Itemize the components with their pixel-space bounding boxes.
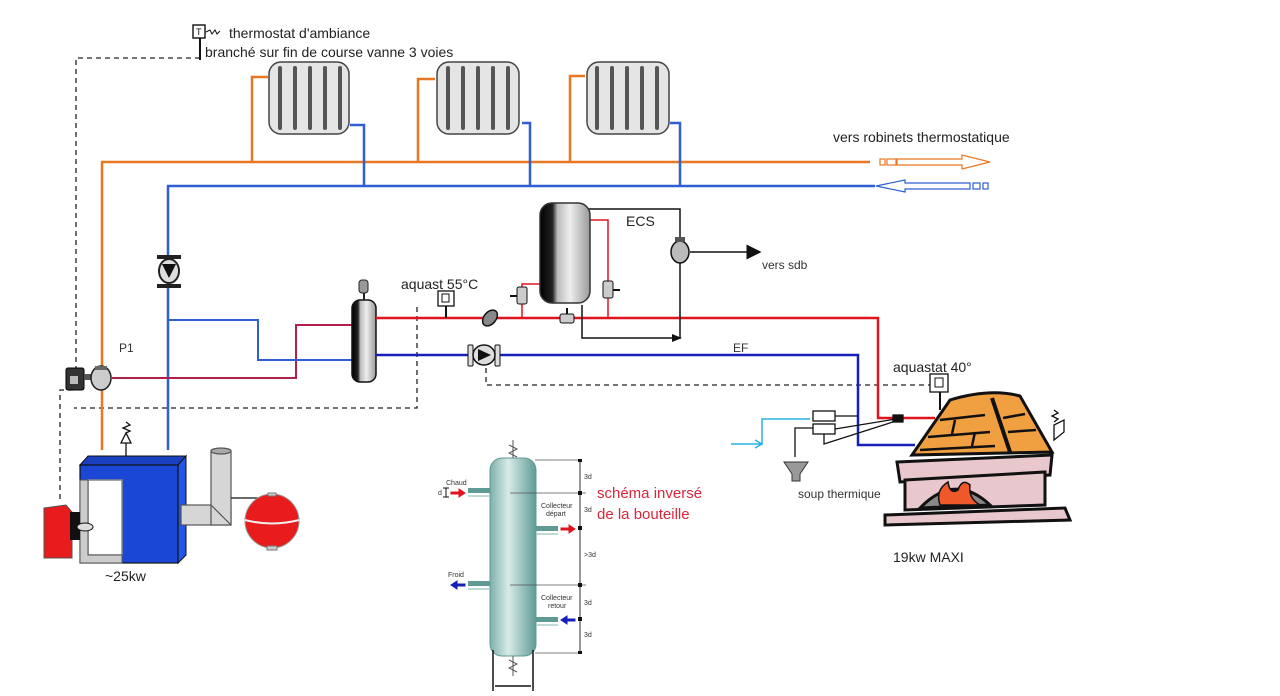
circulator-wire [485,368,940,386]
supply-collector-label-2: départ [546,511,566,518]
radiator-3 [586,61,670,135]
aquastat-40-icon [929,373,949,410]
flue-pipe-icon [180,447,232,526]
dim-label-3: >3d [584,552,596,559]
radiator-supply-pipes [100,74,870,450]
primary-circulator-icon [467,344,501,367]
control-wires [59,57,940,500]
boiler-safety-valve-icon [119,421,133,456]
cold-water-arrow [672,334,682,342]
inverted-note-line2: de la bouteille [597,506,690,523]
room-thermostat-icon: T [192,24,221,60]
stove-power-label: 19kw MAXI [893,549,964,565]
radiator-return-pipes [166,121,875,450]
ecs-valve-right-icon [602,280,620,299]
boiler-power-label: ~25kw [105,568,147,584]
boiler-return-link [168,319,352,361]
drain-funnel-icon [783,461,809,482]
thermal-valve-label: soup thermique [798,487,881,501]
burner-icon [43,504,94,559]
thermal-discharge-valve-icon [794,410,904,457]
aquastat55-wire [74,307,418,409]
return-inlet-arrow [875,179,989,193]
cold-water-label: EF [733,341,748,355]
ecs-tank-icon [539,202,591,304]
separator-bottom-drain-icon [507,656,519,676]
hot-in-label: Chaud [446,480,467,487]
supply-collector-arrow [560,524,576,534]
pump-p1-label: P1 [119,341,134,355]
dim-label-1: 3d [584,474,592,481]
stove-safety-valve-icon [1050,409,1065,442]
primary-hot-pipe [376,316,935,420]
boiler-icon [78,454,188,565]
thermostat-symbol: T [196,27,202,37]
separator-detail: Chaud d Froid Collecteur départ Collecte… [438,440,596,691]
dim-label-4: 3d [584,600,592,607]
return-collector-arrow [560,615,576,625]
ecs-drain-valve-icon [559,308,575,324]
expansion-tank-icon [244,492,300,551]
return-collector-label-2: retour [548,603,567,610]
check-valve-icon [481,309,499,327]
thermostat-label-line2: branché sur fin de course vanne 3 voies [205,44,453,60]
hot-in-arrow [450,488,466,498]
radiator-1 [268,61,350,135]
wood-stove-icon [883,391,1073,527]
diameter-label: d [438,490,442,497]
cold-out-arrow [450,580,466,590]
cold-water-supply-pipe [731,418,810,449]
dim-label-2: 3d [584,507,592,514]
primary-return-pipe [376,353,915,447]
to-thermostatic-valves-label: vers robinets thermostatique [833,129,1010,145]
mixing-valve-icon [670,237,690,264]
three-way-valve-icon [65,365,112,391]
radiator-2 [436,61,520,135]
separator-top-vent-icon [507,440,519,458]
radiator-circulator-icon [157,255,181,288]
inverted-note-line1: schéma inversé [597,485,702,502]
supply-outlet-arrow [879,154,991,170]
cold-out-label: Froid [448,572,464,579]
dim-label-5: 3d [584,632,592,639]
aquastat-55-icon [437,290,455,318]
hydraulic-separator-icon [351,279,377,383]
return-collector-label-1: Collecteur [541,595,573,602]
supply-collector-label-1: Collecteur [541,503,573,510]
aquastat-55-label: aquast 55°C [401,276,478,292]
aquastat-40-label: aquastat 40° [893,359,972,375]
thermostat-label-line1: thermostat d'ambiance [229,25,370,41]
to-bathroom-label: vers sdb [762,258,808,272]
ecs-label: ECS [626,213,655,229]
ecs-valve-left-icon [510,286,528,305]
boiler-loop-pipes [112,324,352,379]
thermostat-wire [59,57,200,500]
